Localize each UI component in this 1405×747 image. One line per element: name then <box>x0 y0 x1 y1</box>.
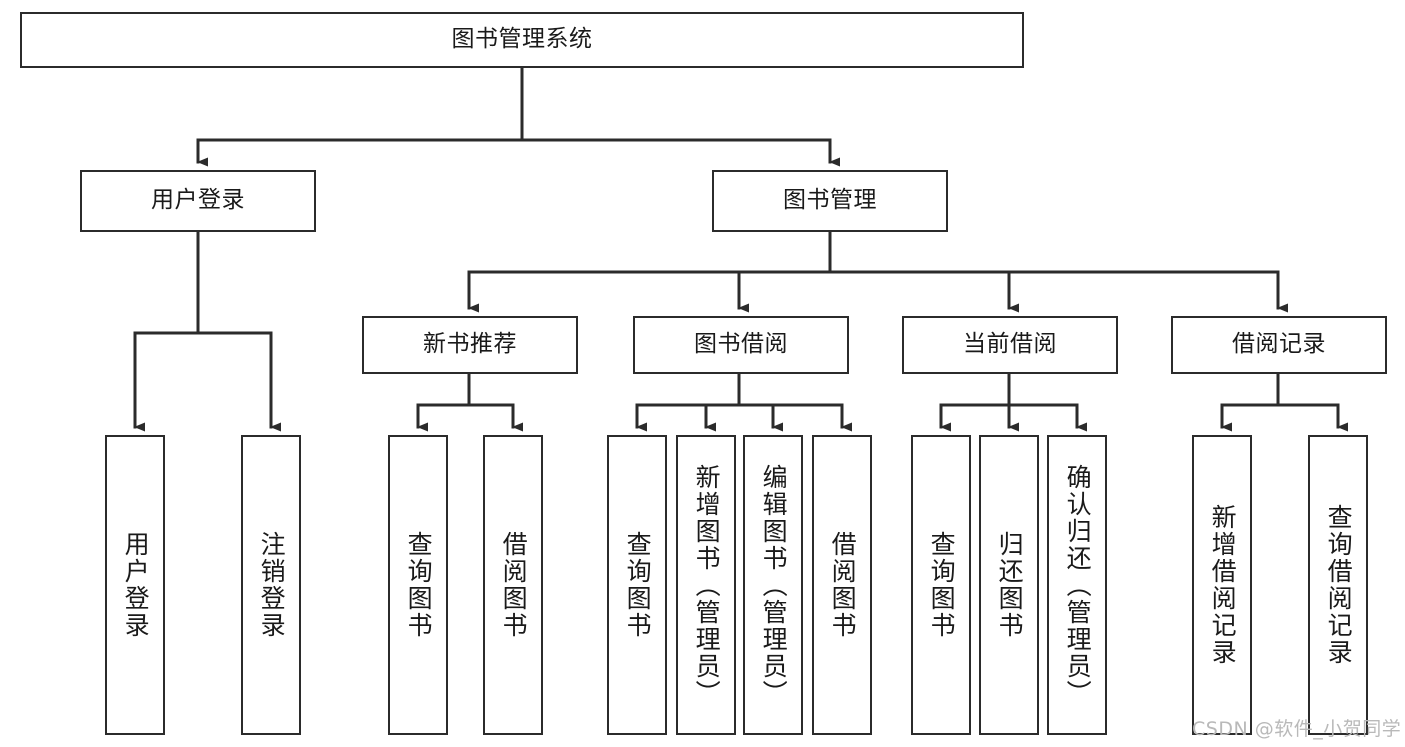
node-leaf-query-book-3-label: 查询图书 <box>927 531 957 639</box>
node-root-label: 图书管理系统 <box>451 26 593 53</box>
node-leaf-borrow-book-1-label: 借阅图书 <box>499 531 529 639</box>
node-current-borrow-label: 当前借阅 <box>963 331 1057 358</box>
node-root[interactable]: 图书管理系统 <box>20 12 1024 68</box>
node-borrow-record-label: 借阅记录 <box>1232 331 1326 358</box>
edge-userlogin-to-leaves <box>133 230 281 432</box>
node-book-borrow-label: 图书借阅 <box>694 331 788 358</box>
node-leaf-logout-label: 注销登录 <box>257 531 287 639</box>
node-new-book-recommend[interactable]: 新书推荐 <box>362 316 578 374</box>
node-book-borrow[interactable]: 图书借阅 <box>633 316 849 374</box>
node-leaf-edit-book-label: 编辑图书（管理员） <box>759 463 789 707</box>
node-leaf-add-record-label: 新增借阅记录 <box>1208 504 1238 666</box>
node-leaf-query-book-2[interactable]: 查询图书 <box>607 435 667 735</box>
node-leaf-query-record[interactable]: 查询借阅记录 <box>1308 435 1368 735</box>
node-leaf-query-record-label: 查询借阅记录 <box>1324 504 1354 666</box>
edge-borrowrecord-to-leaves <box>1220 372 1348 432</box>
node-leaf-query-book-1[interactable]: 查询图书 <box>388 435 448 735</box>
node-book-manage-label: 图书管理 <box>783 187 877 214</box>
node-leaf-user-login[interactable]: 用户登录 <box>105 435 165 735</box>
node-leaf-add-book[interactable]: 新增图书（管理员） <box>676 435 736 735</box>
node-leaf-borrow-book-2[interactable]: 借阅图书 <box>812 435 872 735</box>
edge-bookborrow-to-leaves <box>635 372 852 432</box>
node-leaf-user-login-label: 用户登录 <box>121 531 151 639</box>
node-leaf-add-book-label: 新增图书（管理员） <box>692 463 722 707</box>
node-leaf-query-book-2-label: 查询图书 <box>623 531 653 639</box>
node-leaf-add-record[interactable]: 新增借阅记录 <box>1192 435 1252 735</box>
node-leaf-return-book-label: 归还图书 <box>995 531 1025 639</box>
node-leaf-edit-book[interactable]: 编辑图书（管理员） <box>743 435 803 735</box>
node-new-book-recommend-label: 新书推荐 <box>423 331 517 358</box>
edge-newbook-to-leaves <box>416 372 523 432</box>
node-book-manage[interactable]: 图书管理 <box>712 170 948 232</box>
edge-root-to-level2 <box>196 66 840 167</box>
csdn-watermark: CSDN @软件_小贺同学 <box>1192 718 1402 740</box>
node-current-borrow[interactable]: 当前借阅 <box>902 316 1118 374</box>
node-leaf-confirm-return-label: 确认归还（管理员） <box>1063 463 1093 707</box>
node-leaf-borrow-book-2-label: 借阅图书 <box>828 531 858 639</box>
node-leaf-query-book-1-label: 查询图书 <box>404 531 434 639</box>
node-leaf-return-book[interactable]: 归还图书 <box>979 435 1039 735</box>
edge-currentborrow-to-leaves <box>939 372 1087 432</box>
node-borrow-record[interactable]: 借阅记录 <box>1171 316 1387 374</box>
edge-bookmanage-to-level3 <box>467 230 1288 313</box>
node-user-login[interactable]: 用户登录 <box>80 170 316 232</box>
node-leaf-logout[interactable]: 注销登录 <box>241 435 301 735</box>
node-leaf-query-book-3[interactable]: 查询图书 <box>911 435 971 735</box>
node-leaf-confirm-return[interactable]: 确认归还（管理员） <box>1047 435 1107 735</box>
node-user-login-label: 用户登录 <box>151 187 245 214</box>
node-leaf-borrow-book-1[interactable]: 借阅图书 <box>483 435 543 735</box>
